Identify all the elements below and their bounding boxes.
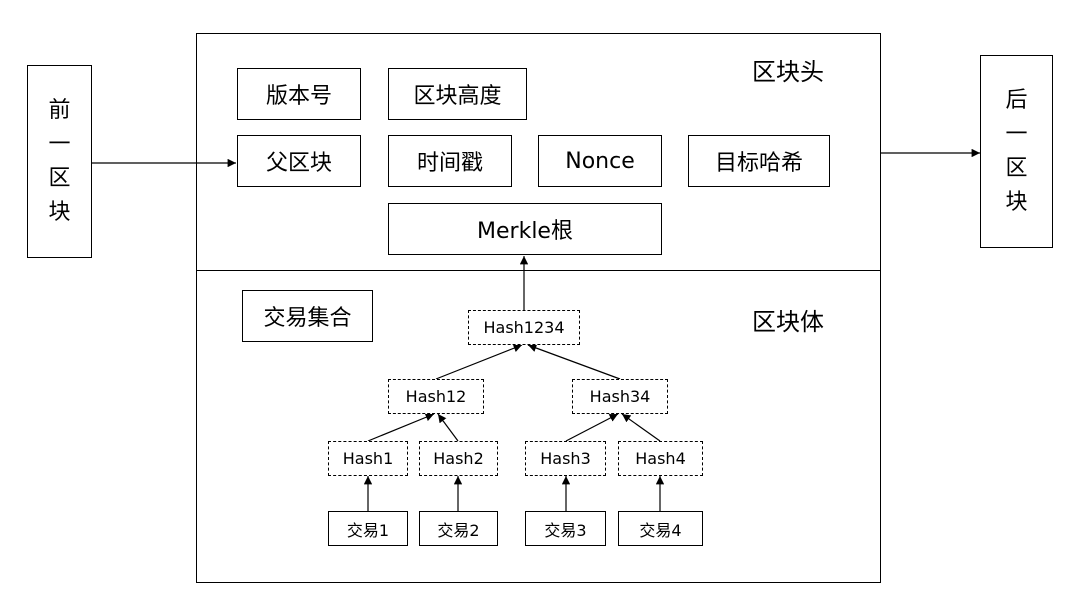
hash-node-1234: Hash1234 xyxy=(468,310,580,345)
arrow-hash12-to-hash1234 xyxy=(435,344,523,380)
next-block-char: 块 xyxy=(1005,189,1028,215)
next-block-char: 区 xyxy=(1005,155,1028,181)
prev-block-char: 前 xyxy=(48,97,71,123)
version-field: 版本号 xyxy=(237,68,361,120)
next-block-char: 一 xyxy=(1005,121,1028,147)
header-body-divider xyxy=(196,270,881,271)
arrow-hash1-to-hash12 xyxy=(367,413,435,442)
nonce-field: Nonce xyxy=(538,135,662,187)
block-body-label: 区块体 xyxy=(752,308,824,336)
transaction-1: 交易1 xyxy=(328,511,408,546)
hash-node-12: Hash12 xyxy=(388,379,484,414)
next-block-char: 后 xyxy=(1005,87,1028,113)
transaction-set-field: 交易集合 xyxy=(242,290,373,342)
arrow-hash34-to-hash1234 xyxy=(527,343,621,380)
block-height-field: 区块高度 xyxy=(388,68,527,120)
prev-block-char: 区 xyxy=(48,165,71,191)
hash-node-1: Hash1 xyxy=(328,441,408,476)
hash-node-3: Hash3 xyxy=(525,441,606,476)
hash-node-4: Hash4 xyxy=(618,441,703,476)
transaction-3: 交易3 xyxy=(525,511,606,546)
hash-node-2: Hash2 xyxy=(419,441,498,476)
hash-node-34: Hash34 xyxy=(572,379,668,414)
prev-block-char: 块 xyxy=(48,199,71,225)
prev-block-char: 一 xyxy=(48,131,71,157)
timestamp-field: 时间戳 xyxy=(388,135,512,187)
transaction-2: 交易2 xyxy=(419,511,498,546)
transaction-4: 交易4 xyxy=(618,511,703,546)
block-header-label: 区块头 xyxy=(752,58,824,86)
next-block: 后 一 区 块 xyxy=(980,55,1053,248)
merkle-root-field: Merkle根 xyxy=(388,203,662,255)
prev-block: 前 一 区 块 xyxy=(27,65,92,258)
block-container xyxy=(196,33,881,583)
arrow-hash3-to-hash34 xyxy=(565,413,619,442)
parent-block-field: 父区块 xyxy=(237,135,361,187)
arrow-hash4-to-hash34 xyxy=(621,413,661,442)
target-hash-field: 目标哈希 xyxy=(688,135,830,187)
arrow-hash2-to-hash12 xyxy=(437,413,459,442)
